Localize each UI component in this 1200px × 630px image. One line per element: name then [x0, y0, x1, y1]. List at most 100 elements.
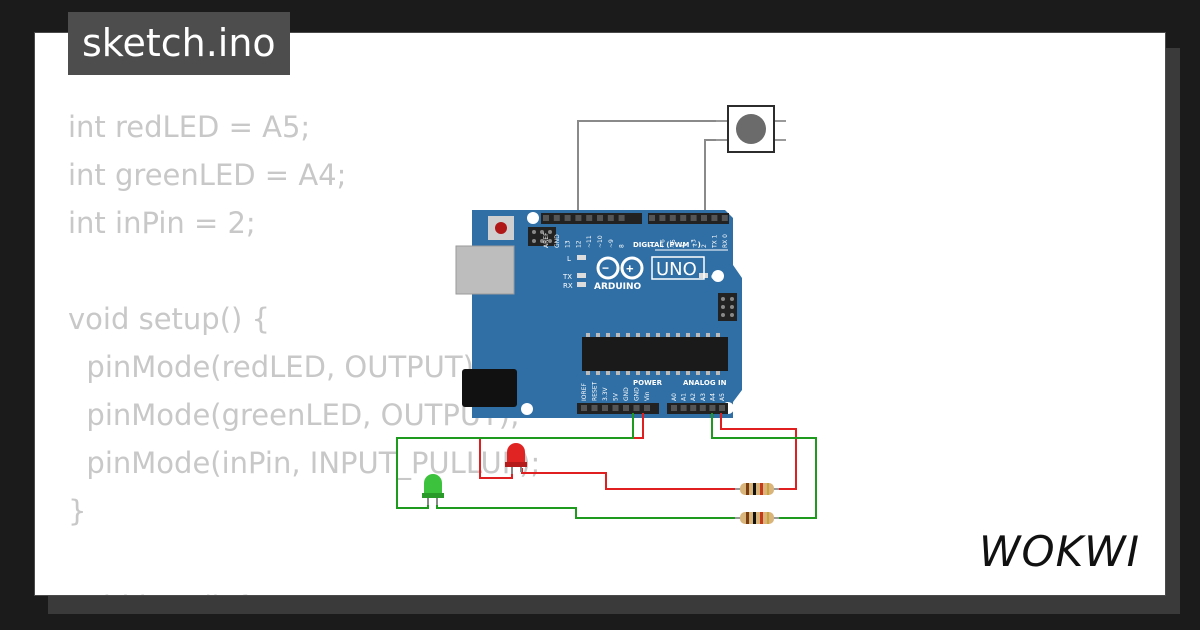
- digital-pin[interactable]: [564, 215, 571, 221]
- button-wires: [577, 120, 730, 218]
- icsp-header: [528, 227, 556, 246]
- digital-pin-label: 4: [680, 244, 687, 248]
- digital-pin[interactable]: [711, 215, 718, 221]
- digital-pin[interactable]: [543, 215, 549, 221]
- digital-pin[interactable]: [721, 215, 728, 221]
- chip-leg: [646, 371, 650, 375]
- chip-leg: [616, 333, 620, 337]
- digital-pin[interactable]: [701, 215, 707, 221]
- digital-pin-label: 8: [619, 244, 626, 248]
- power-pin-label: RESET: [592, 381, 599, 401]
- digital-pin[interactable]: [607, 215, 614, 221]
- power-pin[interactable]: [623, 405, 629, 411]
- digital-pin-label: 13: [565, 240, 572, 248]
- chip-leg: [686, 371, 690, 375]
- board-brand: ARDUINO: [594, 282, 642, 292]
- chip-leg: [606, 371, 610, 375]
- digital-pin[interactable]: [553, 215, 560, 221]
- power-pin[interactable]: [581, 405, 587, 411]
- power-pin-label: IOREF: [581, 383, 588, 401]
- code-line: pinMode(redLED, OUTPUT);: [68, 350, 484, 384]
- power-pin-label: 5V: [613, 392, 620, 401]
- code-line: pinMode(greenLED, OUTPUT);: [68, 398, 520, 432]
- chip-leg: [586, 333, 590, 337]
- chip-leg: [636, 371, 640, 375]
- analog-pin-label: A1: [681, 393, 688, 401]
- digital-pin[interactable]: [680, 215, 687, 221]
- board-model: UNO: [656, 259, 697, 280]
- chip-leg: [696, 371, 700, 375]
- power-pin[interactable]: [612, 405, 619, 411]
- usb-port: [455, 245, 515, 295]
- uno-badge: [651, 256, 705, 280]
- resistor-red[interactable]: [735, 483, 779, 495]
- mount-hole: [527, 212, 539, 224]
- wire-a5-resistor: [720, 413, 797, 490]
- mount-hole: [521, 403, 533, 415]
- analog-pin-label: A0: [671, 393, 678, 401]
- power-pin[interactable]: [591, 405, 598, 411]
- button-cap[interactable]: [736, 114, 766, 144]
- red-led[interactable]: [505, 443, 527, 474]
- code-line: void loop() {: [68, 583, 540, 595]
- digital-pin[interactable]: [597, 215, 603, 221]
- digital-pin-label: TX 1: [711, 234, 718, 249]
- digital-pin-label: ~5: [670, 239, 677, 248]
- power-pin-label: 3.3V: [602, 386, 609, 401]
- arduino-infinity-icon: [596, 256, 644, 280]
- power-pin[interactable]: [602, 405, 608, 411]
- reset-button-cap[interactable]: [495, 222, 507, 234]
- mount-hole: [712, 270, 724, 282]
- power-pin-label: GND: [623, 387, 630, 401]
- digital-pin-label: ~3: [691, 239, 698, 248]
- green-led[interactable]: [422, 474, 444, 505]
- microcontroller-chip: [582, 337, 728, 371]
- resistor-green[interactable]: [735, 512, 779, 524]
- analog-pin[interactable]: [680, 405, 687, 411]
- analog-pin-label: A4: [709, 393, 716, 401]
- rx-led-label: RX: [563, 282, 573, 290]
- power-pin[interactable]: [644, 405, 650, 411]
- digital-pin[interactable]: [659, 215, 666, 221]
- analog-header-label: ANALOG IN: [683, 379, 727, 387]
- wire-button-pin2: [704, 139, 730, 218]
- analog-pin[interactable]: [699, 405, 706, 411]
- analog-pin[interactable]: [690, 405, 697, 411]
- power-header-label: POWER: [633, 379, 663, 387]
- power-pin-label: GND: [634, 387, 641, 401]
- digital-pin[interactable]: [586, 215, 593, 221]
- green-led-wires: [396, 413, 817, 519]
- chip-leg: [706, 333, 710, 337]
- digital-pin[interactable]: [618, 215, 625, 221]
- tx-led-label: TX: [562, 273, 572, 281]
- chip-leg: [646, 333, 650, 337]
- analog-header: [667, 403, 728, 414]
- wire-green-resistor: [436, 500, 735, 519]
- wire-red-resistor: [521, 468, 735, 490]
- code-line: int greenLED = A4;: [68, 158, 347, 192]
- power-pin[interactable]: [633, 405, 640, 411]
- code-line: }: [68, 494, 87, 528]
- digital-pin[interactable]: [649, 215, 655, 221]
- digital-pin[interactable]: [690, 215, 697, 221]
- digital-pin-label: 7: [649, 244, 656, 248]
- infinity-plus: +: [626, 261, 634, 276]
- wire-gnd-red-led: [479, 413, 644, 479]
- chip-leg: [666, 333, 670, 337]
- digital-pin[interactable]: [669, 215, 676, 221]
- analog-pin[interactable]: [719, 405, 725, 411]
- chip-leg: [586, 371, 590, 375]
- wokwi-logo: WOKWI: [979, 527, 1139, 576]
- chip-leg: [676, 371, 680, 375]
- l-led: [577, 255, 586, 260]
- analog-pin[interactable]: [709, 405, 716, 411]
- pushbutton[interactable]: [716, 105, 786, 153]
- chip-leg: [626, 371, 630, 375]
- file-tab[interactable]: sketch.ino: [68, 12, 290, 75]
- digital-pin[interactable]: [575, 215, 582, 221]
- analog-pin[interactable]: [671, 405, 677, 411]
- wire-button-gnd: [577, 120, 730, 218]
- code-line: int inPin = 2;: [68, 206, 256, 240]
